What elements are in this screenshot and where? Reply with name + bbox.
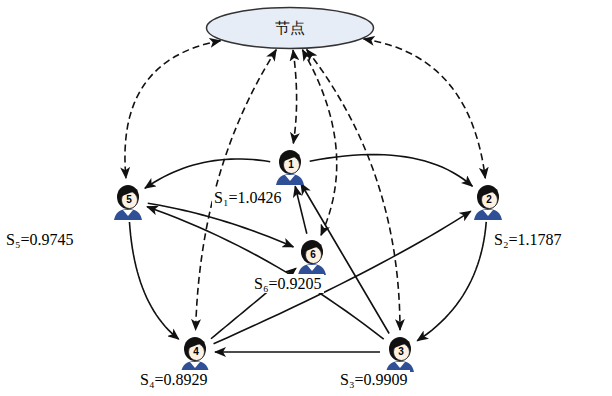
score-label: S₆=0.9205 bbox=[252, 274, 324, 293]
dashed-link bbox=[364, 39, 486, 178]
person-node: 6S₆=0.9205 bbox=[294, 235, 330, 275]
score-label: S₁=1.0426 bbox=[212, 188, 284, 207]
dashed-link bbox=[293, 50, 297, 143]
score-label: S₃=0.9909 bbox=[338, 370, 410, 389]
trust-arrow bbox=[215, 351, 380, 353]
trust-arrow bbox=[295, 186, 307, 234]
node-number: 2 bbox=[472, 194, 506, 206]
dashed-link bbox=[302, 50, 336, 236]
score-label: S₅=0.9745 bbox=[4, 230, 76, 249]
trust-arrow bbox=[417, 222, 486, 341]
node-number: 1 bbox=[274, 159, 308, 171]
person-node: 3S₃=0.9909 bbox=[382, 332, 418, 372]
hub-ellipse: 节点 bbox=[205, 6, 375, 50]
trust-arrow bbox=[147, 207, 384, 340]
trust-arrow bbox=[310, 155, 473, 187]
node-number: 3 bbox=[384, 346, 418, 358]
node-number: 4 bbox=[179, 346, 213, 358]
trust-arrow bbox=[148, 203, 294, 247]
person-node: 4S₄=0.8929 bbox=[177, 332, 213, 372]
person-node: 1S₁=1.0426 bbox=[272, 145, 308, 185]
score-label: S₂=1.1787 bbox=[492, 230, 564, 249]
node-number: 5 bbox=[112, 194, 146, 206]
trust-arrow bbox=[129, 222, 178, 339]
person-node: 5S₅=0.9745 bbox=[110, 180, 146, 220]
dashed-link bbox=[125, 41, 221, 178]
node-number: 6 bbox=[296, 249, 330, 261]
trust-arrow bbox=[145, 159, 270, 188]
person-node: 2S₂=1.1787 bbox=[470, 180, 506, 220]
score-label: S₄=0.8929 bbox=[138, 370, 210, 389]
hub-label: 节点 bbox=[275, 19, 305, 38]
trust-arrow bbox=[214, 211, 471, 344]
